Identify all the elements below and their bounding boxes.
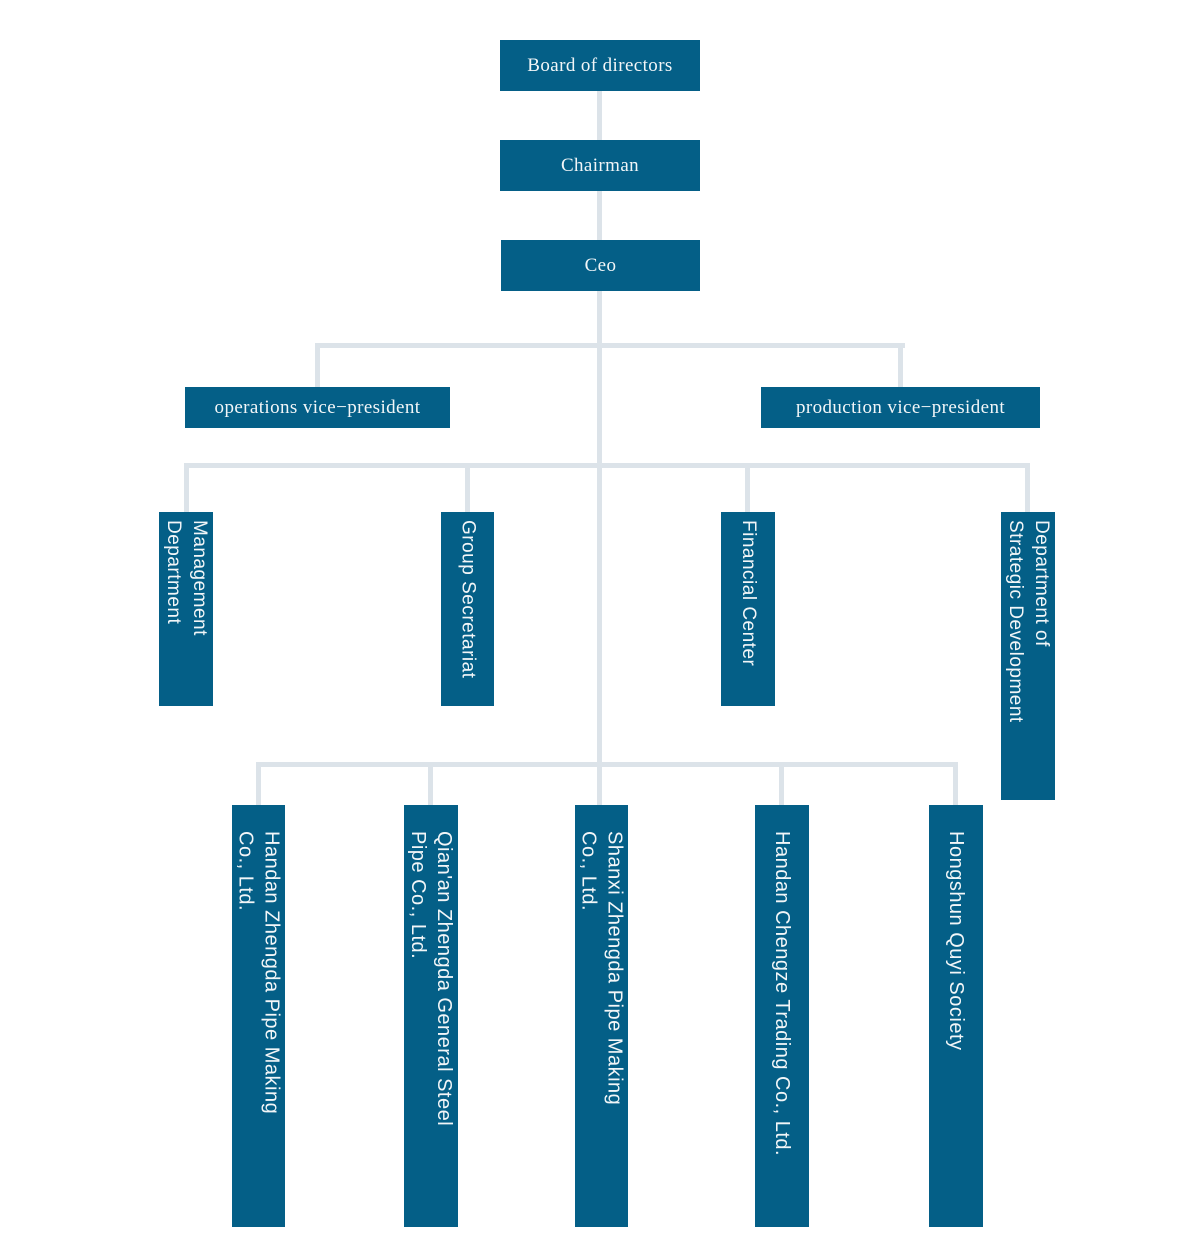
connector-drop-handan-zhengda: [256, 762, 261, 806]
node-financial-center: Financial Center: [721, 512, 775, 706]
node-shanxi-zhengda-pipe-making: Shanxi Zhengda Pipe Making Co., Ltd.: [575, 805, 628, 1227]
connector-subsidiaries-horizontal: [256, 762, 958, 767]
node-production-vice-president: production vice−president: [761, 387, 1040, 428]
connector-board-chairman: [597, 91, 602, 141]
connector-drop-hongshun: [953, 762, 958, 806]
connector-departments-horizontal: [184, 463, 1030, 468]
connector-drop-qianan-zhengda: [428, 762, 433, 806]
node-handan-zhengda-pipe-making: Handan Zhengda Pipe Making Co., Ltd.: [232, 805, 285, 1227]
connector-chairman-ceo: [597, 191, 602, 241]
node-qianan-zhengda-general-steel-pipe: Qian'an Zhengda General Steel Pipe Co., …: [404, 805, 458, 1227]
connector-ceo-trunk: [597, 291, 602, 805]
node-board-of-directors: Board of directors: [500, 40, 700, 91]
connector-drop-strategic-dept: [1025, 463, 1030, 513]
connector-drop-group-secretariat: [465, 463, 470, 513]
connector-vp-horizontal: [315, 343, 905, 348]
node-hongshun-quyi-society: Hongshun Quyi Society: [929, 805, 983, 1227]
connector-drop-handan-chengze: [779, 762, 784, 806]
connector-drop-operations-vp: [315, 343, 320, 388]
connector-drop-production-vp: [898, 343, 903, 388]
node-department-of-strategic-development: Department of Strategic Development: [1001, 512, 1055, 800]
connector-drop-management-dept: [184, 463, 189, 513]
node-group-secretariat: Group Secretariat: [441, 512, 494, 706]
node-handan-chengze-trading: Handan Chengze Trading Co., Ltd.: [755, 805, 809, 1227]
connector-drop-financial-center: [745, 463, 750, 513]
node-management-department: Management Department: [159, 512, 213, 706]
node-ceo: Ceo: [501, 240, 700, 291]
node-chairman: Chairman: [500, 140, 700, 191]
node-operations-vice-president: operations vice−president: [185, 387, 450, 428]
